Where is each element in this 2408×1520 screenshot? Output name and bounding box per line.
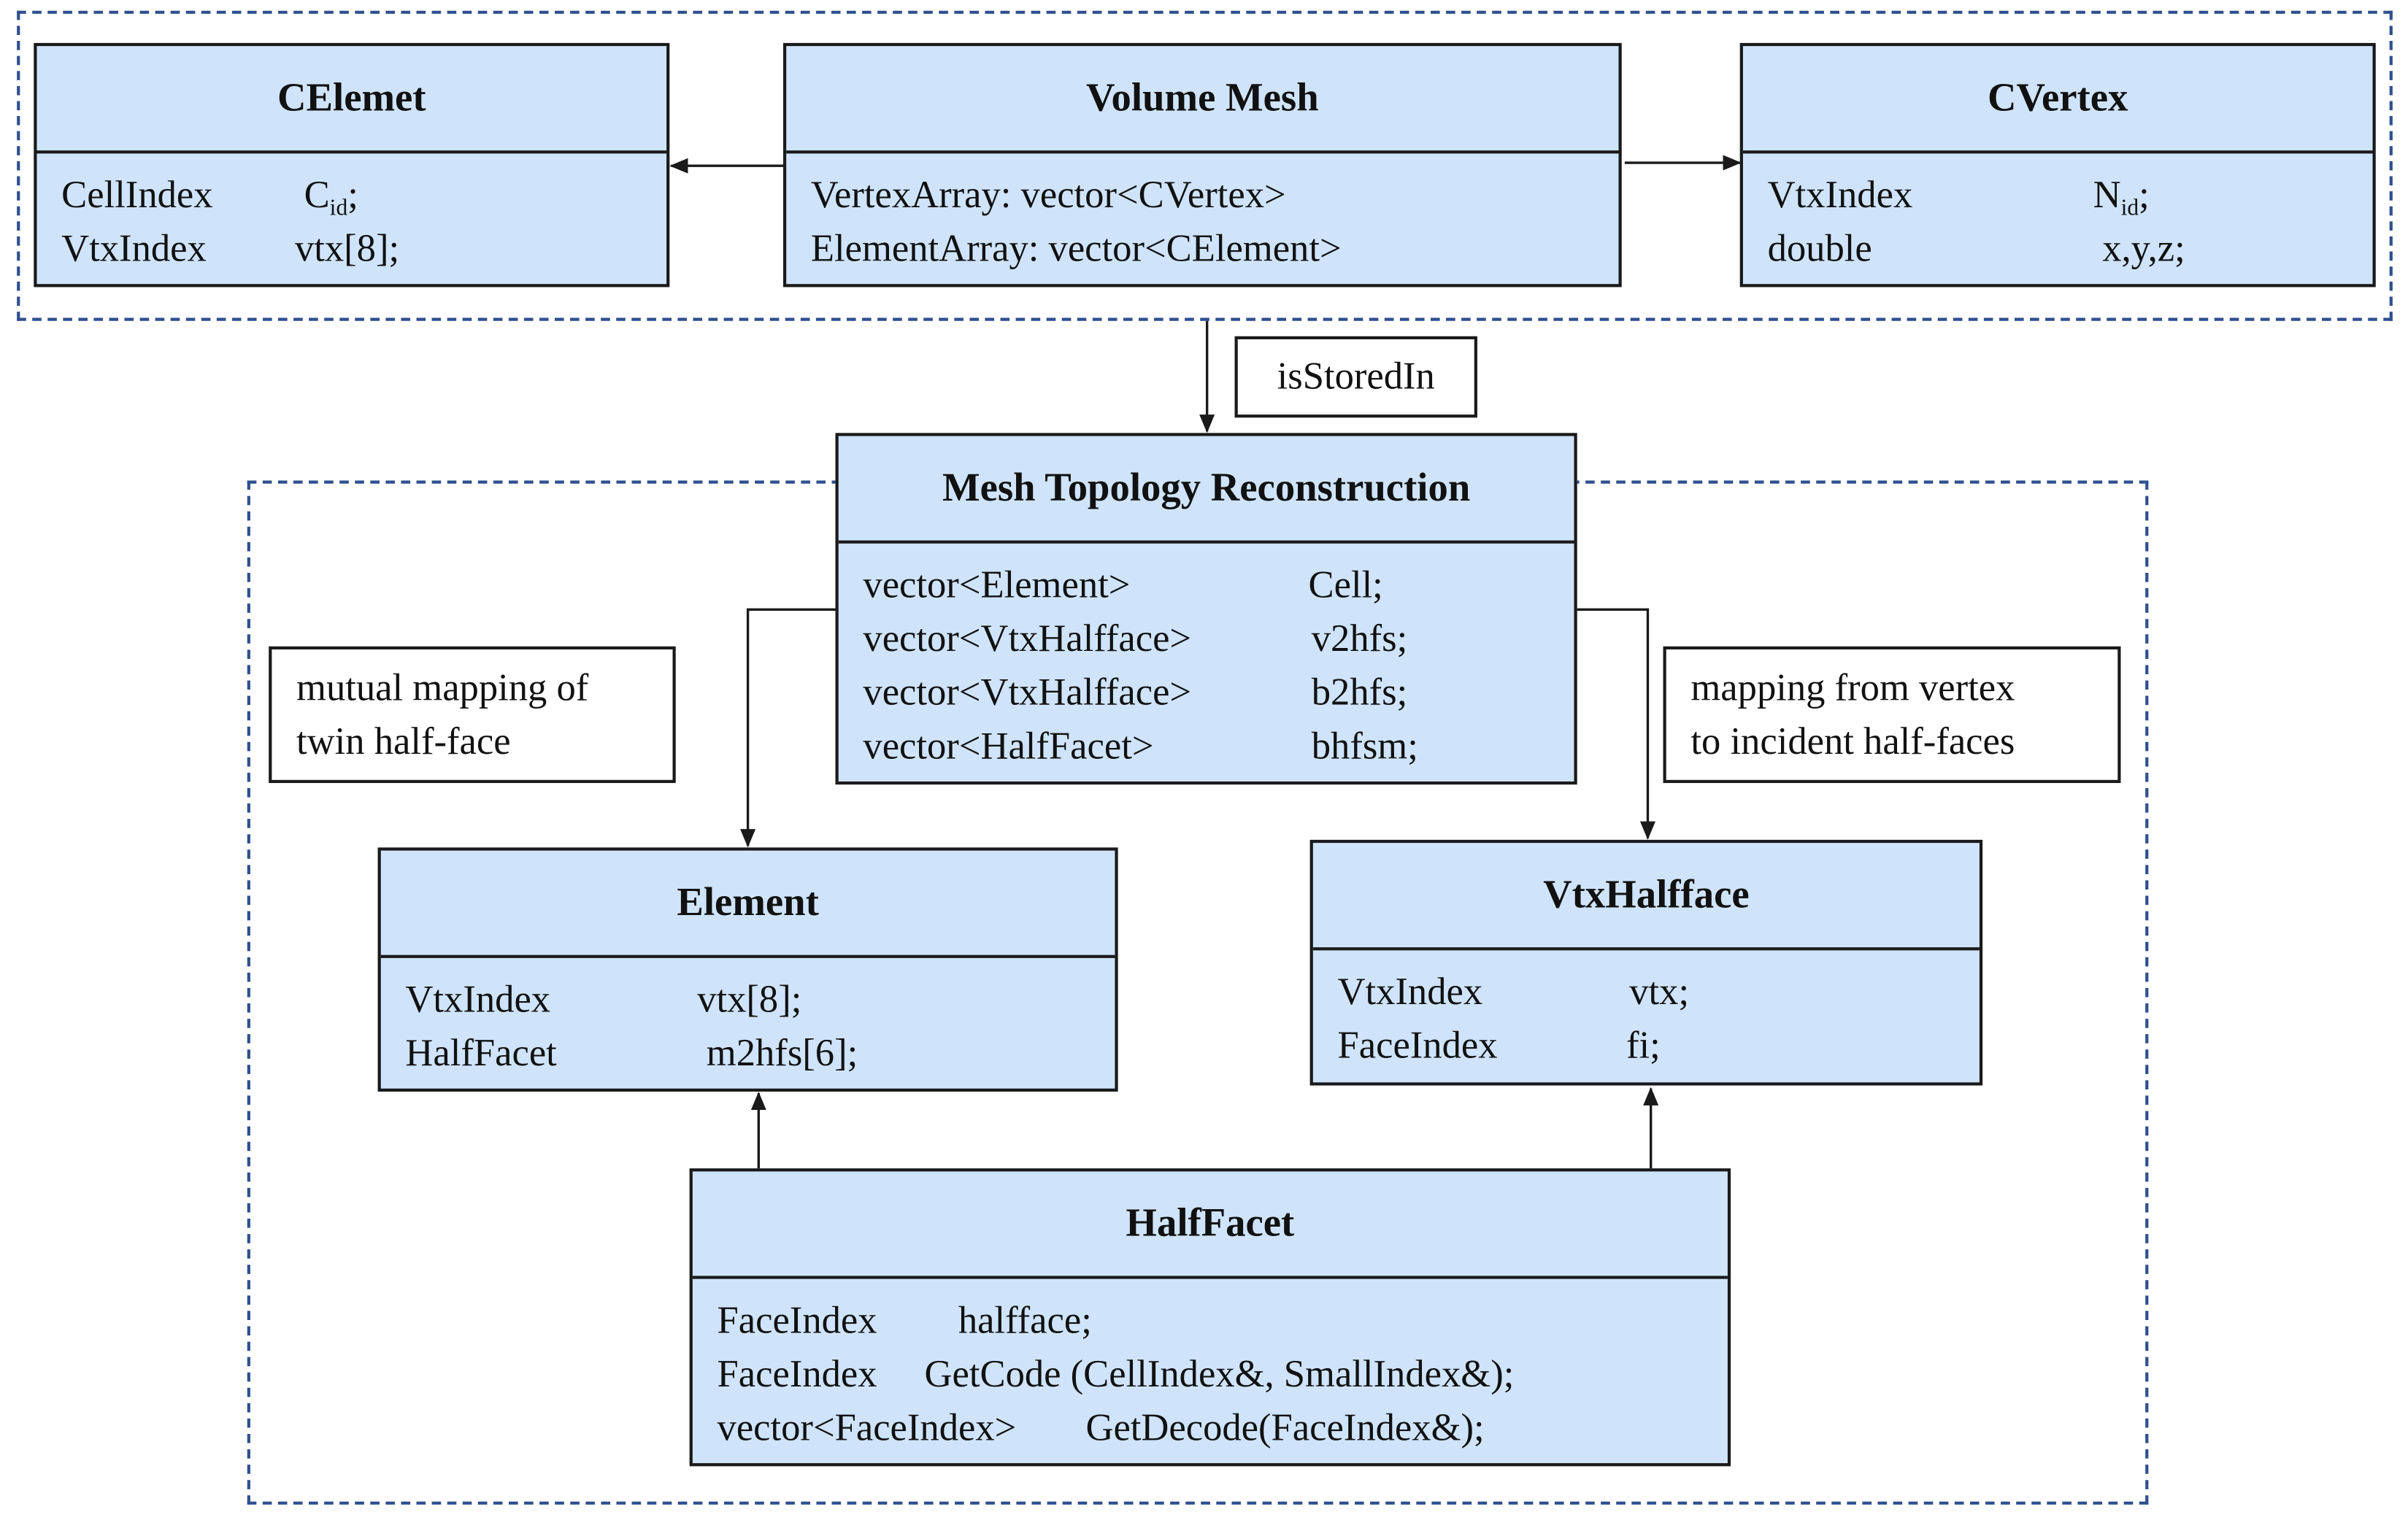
class-cvertex: CVertex VtxIndex Nid; double x,y,z;: [1739, 42, 2376, 288]
field-name-base: N: [2093, 174, 2121, 217]
field-row: vector<HalfFacet> bhfsm;: [863, 720, 1549, 774]
class-title: CVertex: [1742, 46, 2373, 154]
field-name: Cell;: [1308, 565, 1383, 607]
field-type: VtxIndex: [1337, 971, 1483, 1014]
field-name-subscript: id: [2120, 196, 2139, 221]
field-name: Cid;: [304, 169, 358, 223]
field-name-suffix: ;: [347, 174, 358, 217]
note-line: mapping from vertex: [1690, 668, 2015, 710]
class-fields: VtxIndex Nid; double x,y,z;: [1743, 153, 2373, 284]
field-row: VertexArray: vector<CVertex>: [811, 169, 1594, 223]
twin-mapping-note: mutual mapping of twin half-face: [269, 646, 676, 784]
class-title: VtxHalfface: [1312, 843, 1980, 951]
field-name: bhfsm;: [1311, 726, 1418, 768]
field-text: ElementArray: vector<CElement>: [810, 228, 1342, 271]
field-type: FaceIndex: [717, 1354, 877, 1396]
field-name: b2hfs;: [1311, 672, 1408, 714]
class-fields: VtxIndex vtx[8]; HalfFacet m2hfs[6];: [381, 958, 1115, 1089]
field-row: HalfFacet m2hfs[6];: [405, 1027, 1090, 1081]
class-fields: CellIndex Cid; VtxIndex vtx[8];: [36, 153, 666, 284]
note-line: twin half-face: [296, 721, 511, 763]
vertex-mapping-note: mapping from vertex to incident half-fac…: [1663, 646, 2121, 784]
class-volume-mesh: Volume Mesh VertexArray: vector<CVertex>…: [782, 42, 1622, 288]
class-fields: VtxIndex vtx; FaceIndex fi;: [1313, 950, 1980, 1082]
field-name: fi;: [1626, 1025, 1661, 1068]
class-title: Volume Mesh: [786, 46, 1619, 154]
field-type: double: [1767, 228, 1872, 271]
field-row: FaceIndex halfface;: [718, 1295, 1704, 1349]
field-type: vector<Element>: [863, 565, 1131, 607]
field-type: vector<VtxHalfface>: [863, 618, 1192, 660]
class-title: Element: [380, 851, 1115, 958]
class-fields: FaceIndex halfface; FaceIndex GetCode (C…: [693, 1279, 1728, 1463]
field-type: FaceIndex: [717, 1300, 877, 1342]
field-row: VtxIndex vtx[8];: [61, 223, 642, 277]
field-row: vector<VtxHalfface> v2hfs;: [863, 612, 1549, 666]
arrow-topology-to-vtxhalfface: [1577, 608, 1656, 840]
field-name: Nid;: [2093, 169, 2150, 223]
class-title: Mesh Topology Reconstruction: [838, 436, 1574, 544]
field-name: GetDecode(FaceIndex&);: [1085, 1408, 1485, 1450]
field-type: FaceIndex: [1337, 1025, 1498, 1068]
field-name: vtx[8];: [697, 979, 802, 1022]
field-row: vector<VtxHalfface> b2hfs;: [863, 666, 1549, 720]
class-fields: vector<Element> Cell; vector<VtxHalfface…: [839, 544, 1574, 782]
note-line: mutual mapping of: [296, 668, 589, 710]
class-vtxhalfface: VtxHalfface VtxIndex vtx; FaceIndex fi;: [1309, 839, 1983, 1086]
class-element: Element VtxIndex vtx[8]; HalfFacet m2hfs…: [377, 847, 1118, 1092]
field-row: VtxIndex vtx[8];: [405, 973, 1090, 1027]
class-fields: VertexArray: vector<CVertex> ElementArra…: [786, 153, 1618, 284]
field-name: vtx[8];: [294, 228, 400, 271]
field-name-subscript: id: [329, 196, 348, 221]
field-row: FaceIndex fi;: [1337, 1019, 1955, 1073]
field-name-base: C: [304, 174, 330, 217]
class-celemet: CElemet CellIndex Cid; VtxIndex vtx[8];: [34, 42, 670, 288]
top-group-frame: [17, 10, 2393, 321]
class-halffacet: HalfFacet FaceIndex halfface; FaceIndex …: [689, 1168, 1731, 1467]
field-type: VtxIndex: [1767, 174, 1913, 217]
field-name: halfface;: [958, 1300, 1092, 1342]
field-name: m2hfs[6];: [706, 1033, 858, 1075]
field-text: VertexArray: vector<CVertex>: [810, 174, 1286, 217]
field-type: VtxIndex: [405, 979, 551, 1022]
field-type: CellIndex: [61, 174, 213, 217]
arrow-topology-to-element: [740, 608, 836, 848]
class-mesh-topology-reconstruction: Mesh Topology Reconstruction vector<Elem…: [835, 433, 1577, 785]
field-type: VtxIndex: [61, 228, 207, 271]
field-row: VtxIndex vtx;: [1337, 965, 1955, 1019]
field-row: vector<Element> Cell;: [863, 559, 1549, 613]
note-line: to incident half-faces: [1690, 721, 2015, 763]
field-name: x,y,z;: [2102, 228, 2185, 271]
field-name-suffix: ;: [2139, 174, 2150, 217]
field-type: HalfFacet: [405, 1033, 557, 1075]
class-title: HalfFacet: [692, 1171, 1728, 1279]
field-type: vector<FaceIndex>: [717, 1408, 1017, 1450]
field-row: FaceIndex GetCode (CellIndex&, SmallInde…: [718, 1348, 1704, 1402]
field-name: GetCode (CellIndex&, SmallIndex&);: [924, 1354, 1515, 1396]
field-name: vtx;: [1629, 971, 1690, 1014]
field-type: vector<VtxHalfface>: [863, 672, 1192, 714]
field-row: double x,y,z;: [1768, 223, 2348, 277]
field-type: vector<HalfFacet>: [863, 726, 1154, 768]
field-row: VtxIndex Nid;: [1768, 169, 2348, 223]
field-row: CellIndex Cid;: [61, 169, 642, 223]
field-row: vector<FaceIndex> GetDecode(FaceIndex&);: [718, 1402, 1704, 1456]
field-name: v2hfs;: [1311, 618, 1408, 660]
stored-in-label: isStoredIn: [1234, 336, 1477, 418]
field-row: ElementArray: vector<CElement>: [811, 223, 1594, 277]
class-title: CElemet: [36, 46, 667, 154]
